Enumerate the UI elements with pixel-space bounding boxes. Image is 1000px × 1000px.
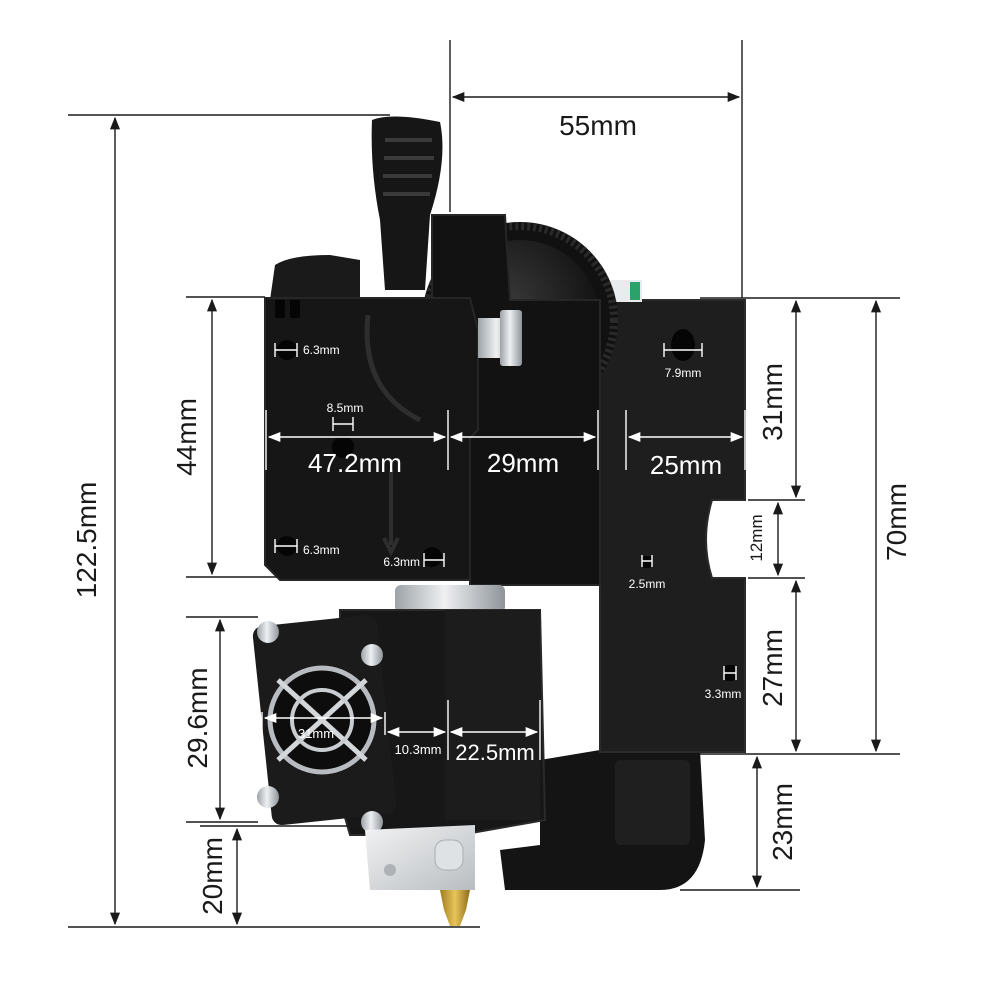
label-extruder-width: 47.2mm: [308, 448, 402, 478]
label-fan-height: 29.6mm: [182, 667, 213, 768]
extruder-illustration: [252, 116, 746, 926]
extruder-body: [264, 297, 479, 581]
body-hole-bottom-right: [422, 547, 442, 567]
label-hole-plate-top: 7.9mm: [665, 366, 702, 380]
label-fan-depth: 10.3mm: [395, 742, 442, 757]
dimension-labels: 122.5mm 55mm 44mm 31mm 70mm 12mm 27mm 23…: [71, 110, 912, 915]
label-extruder-height: 44mm: [171, 398, 202, 476]
plate-hole-top: [671, 329, 695, 361]
label-hole-center: 8.5mm: [327, 401, 364, 415]
label-bottom-height: 23mm: [767, 783, 798, 861]
label-nozzle-height: 20mm: [197, 837, 228, 915]
label-hole-plate-mid: 2.5mm: [629, 577, 666, 591]
gear-housing: [431, 214, 601, 586]
cooling-fan: [252, 615, 397, 833]
label-plate-height: 70mm: [881, 483, 912, 561]
label-hotend-width: 22.5mm: [455, 740, 534, 765]
heatbreak-collar: [395, 585, 505, 613]
plate-hole-mid: [642, 556, 652, 568]
dimension-lines: [68, 40, 900, 928]
label-upper-slot: 31mm: [757, 363, 788, 441]
mounting-plate: [599, 299, 746, 753]
label-top-width: 55mm: [559, 110, 637, 141]
label-notch-height: 12mm: [747, 514, 766, 561]
label-lower-slot: 27mm: [757, 629, 788, 707]
label-hole-bottom-right: 6.3mm: [383, 555, 420, 569]
label-hole-bottom-left: 6.3mm: [303, 543, 340, 557]
label-fan-width: 31mm: [298, 726, 334, 741]
label-plate-width: 25mm: [650, 450, 722, 480]
brass-nozzle: [440, 890, 470, 926]
label-hole-top-left: 6.3mm: [303, 343, 340, 357]
label-overall-height: 122.5mm: [71, 482, 102, 599]
label-hole-plate-low: 3.3mm: [705, 687, 742, 701]
label-gear-width: 29mm: [487, 448, 559, 478]
